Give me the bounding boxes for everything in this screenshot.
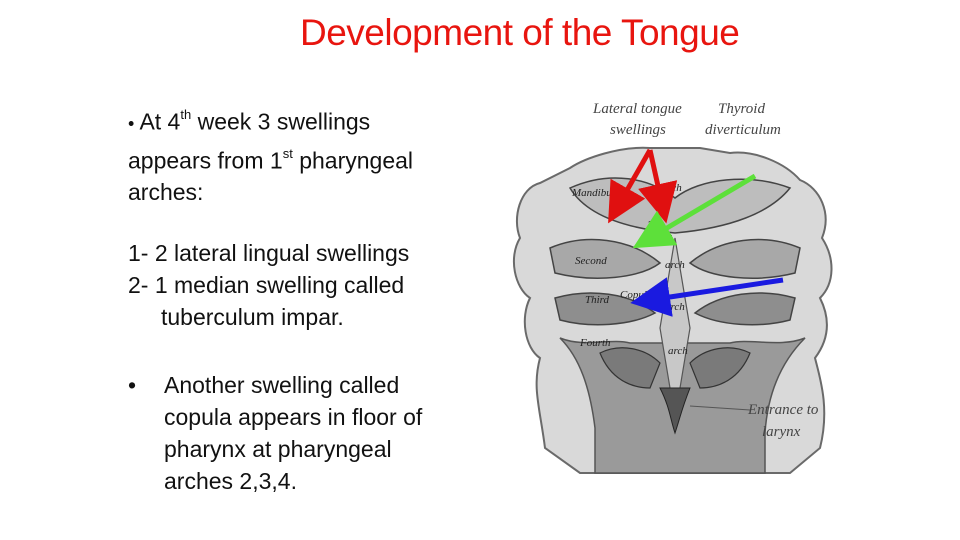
list-item-1: 1- 2 lateral lingual swellings xyxy=(128,240,410,266)
copula-line-2: copula appears in floor of xyxy=(164,404,423,430)
label-thyroid: Thyroid xyxy=(718,101,765,117)
bullet-icon: • xyxy=(128,113,135,134)
specimen-illustration xyxy=(512,146,833,474)
tongue-development-figure: Lateral tongue swellings Thyroid diverti… xyxy=(512,101,833,474)
label-second: Second xyxy=(575,255,607,267)
swellings-list: 1- 2 lateral lingual swellings 2- 1 medi… xyxy=(128,237,488,333)
label-entrance: Entrance to xyxy=(747,402,819,418)
blue-arrow xyxy=(630,277,784,317)
label-fourth-arch: arch xyxy=(668,345,688,357)
intro-line-2: appears from 1st pharyngeal xyxy=(128,145,414,174)
green-arrow xyxy=(632,173,757,249)
intro-paragraph: • At 4th week 3 swellings appears from 1… xyxy=(128,101,488,208)
copula-line-4: arches 2,3,4. xyxy=(164,468,297,494)
label-fourth: Fourth xyxy=(579,337,611,349)
label-lateral-tongue: Lateral tongue xyxy=(592,101,682,117)
label-larynx: larynx xyxy=(762,424,801,440)
label-third: Third xyxy=(585,294,610,306)
label-second-arch: arch xyxy=(665,259,685,271)
red-arrow-left xyxy=(608,148,653,224)
red-arrow-right xyxy=(638,149,678,224)
copula-paragraph: • Another swelling called copula appears… xyxy=(128,369,488,497)
copula-line-1: Another swelling called xyxy=(164,372,400,398)
label-third-arch: arch xyxy=(665,301,685,313)
intro-line-1: • At 4th week 3 swellings xyxy=(128,107,371,135)
label-mandibular: Mandibular xyxy=(571,187,625,199)
label-diverticulum: diverticulum xyxy=(705,122,781,138)
label-copula: Copula xyxy=(620,289,653,301)
bullet-icon: • xyxy=(128,372,137,398)
list-item-2-continued: tuberculum impar. xyxy=(161,304,344,330)
copula-line-3: pharynx at pharyngeal xyxy=(164,436,392,462)
slide-title: Development of the Tongue xyxy=(300,12,740,53)
list-item-2: 2- 1 median swelling called xyxy=(128,272,405,298)
label-swellings: swellings xyxy=(610,122,666,138)
label-mandibular-arch: arch xyxy=(662,182,682,194)
intro-line-3: arches: xyxy=(128,179,204,206)
